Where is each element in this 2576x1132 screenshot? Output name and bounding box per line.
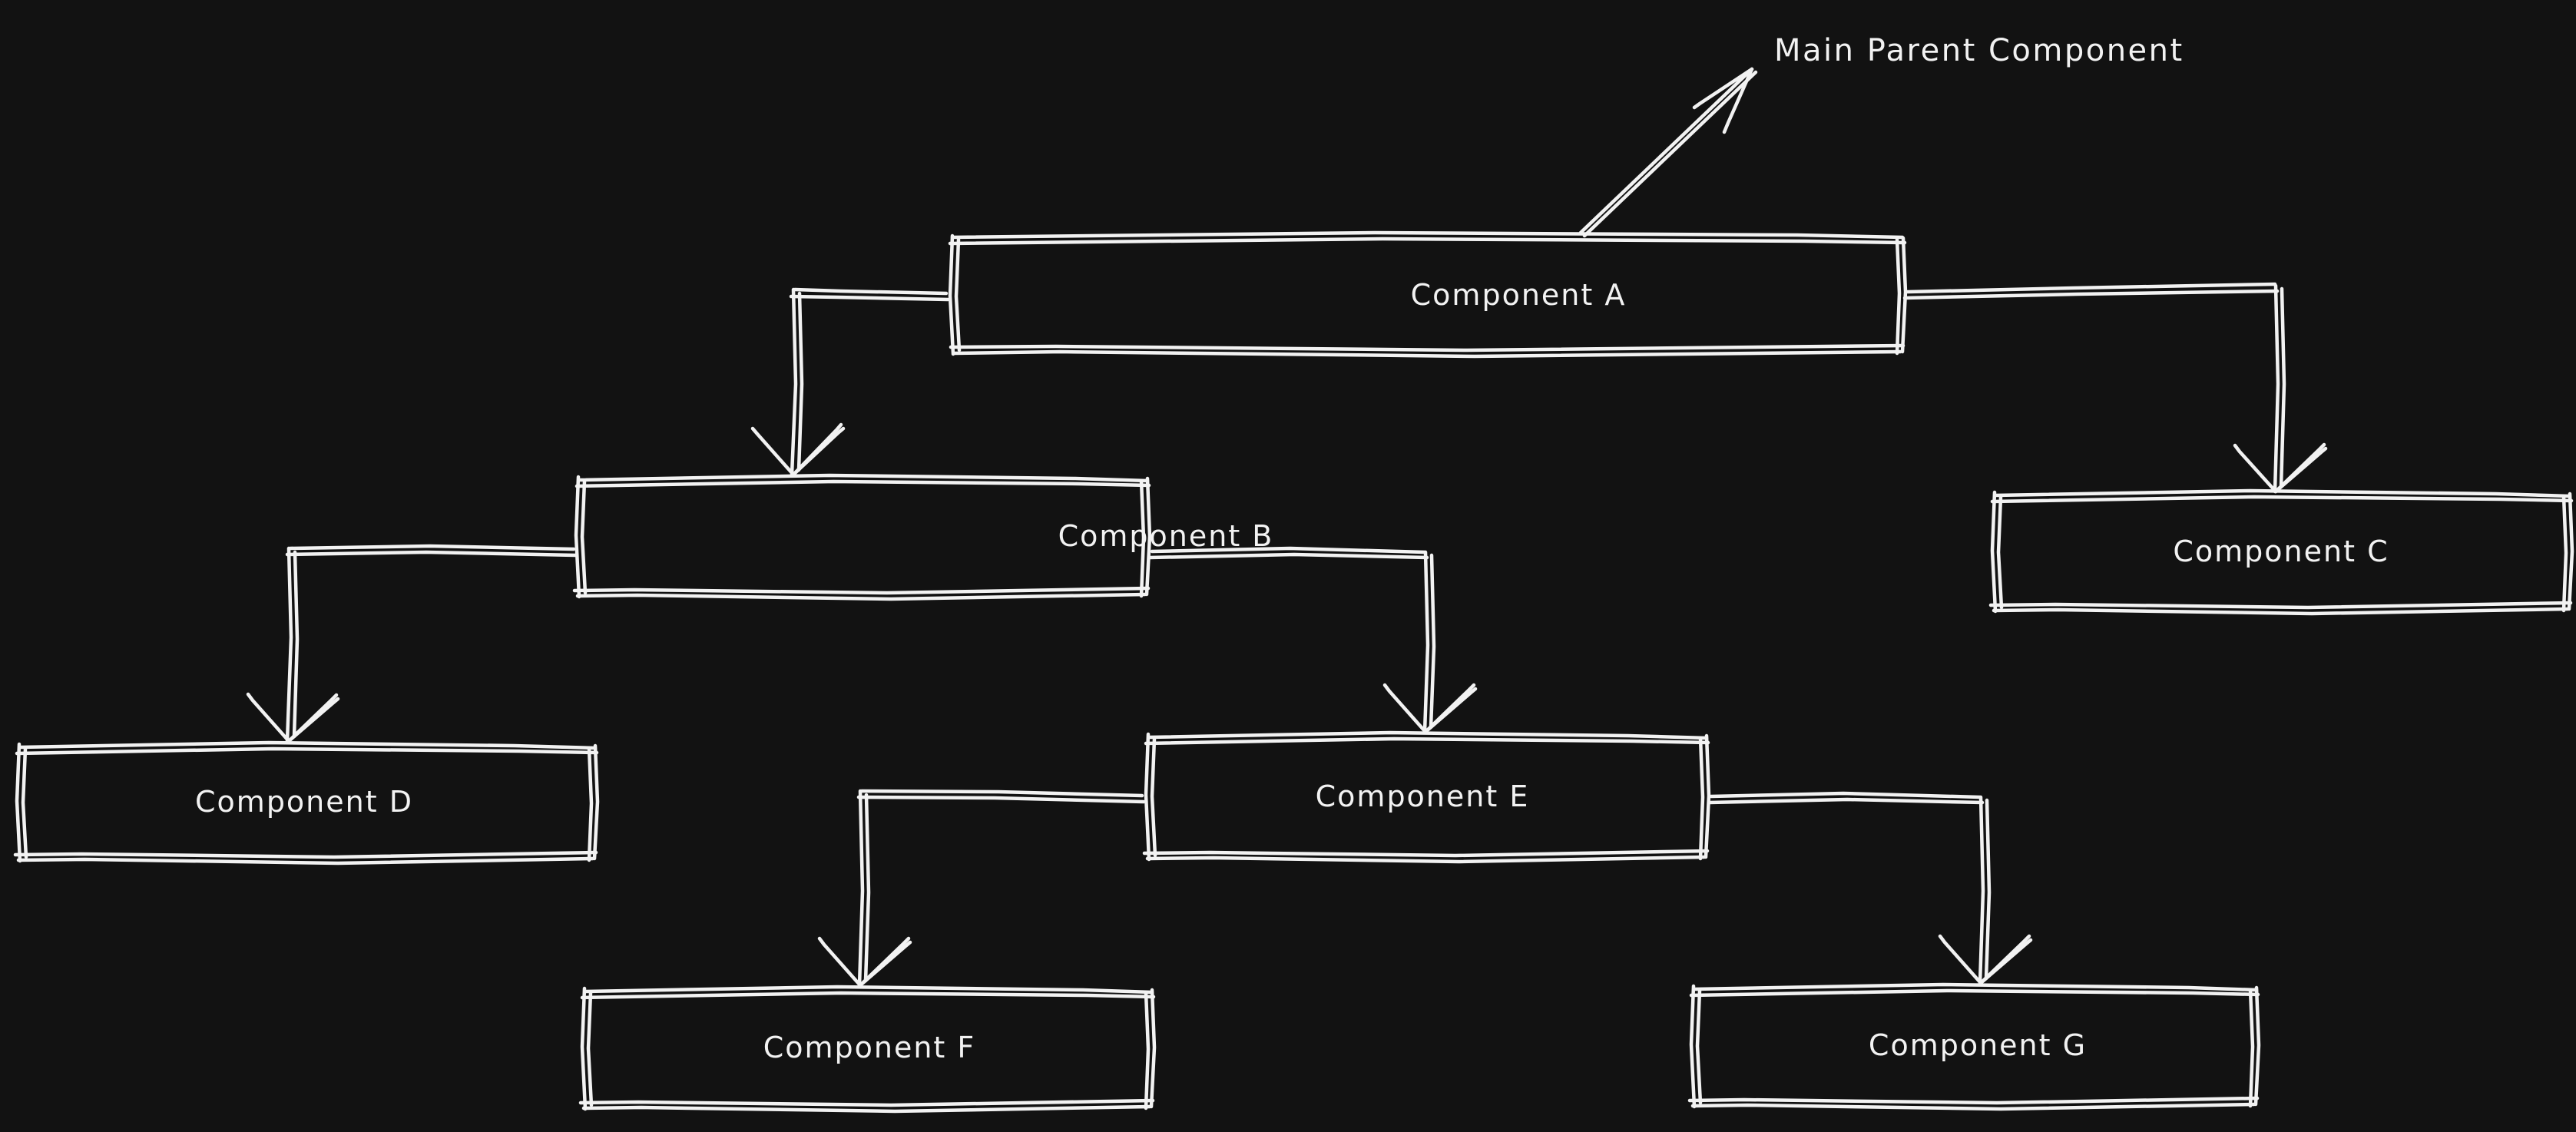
- node-component-b[interactable]: [576, 476, 1150, 596]
- box-outline-component-d: [13, 740, 600, 866]
- box-outline-component-b: [572, 473, 1152, 601]
- box-outline-component-g: [1687, 982, 2261, 1111]
- box-outline-component-e: [1142, 730, 1711, 864]
- connector-b-to-d: [246, 544, 578, 743]
- node-component-g[interactable]: [1690, 985, 2260, 1106]
- node-component-f[interactable]: [581, 988, 1155, 1108]
- box-outline-component-c: [1988, 488, 2574, 616]
- box-outline-component-f: [578, 985, 1157, 1114]
- node-component-c[interactable]: [1991, 492, 2572, 611]
- connector-e-to-g: [1707, 791, 2033, 985]
- node-component-e[interactable]: [1144, 733, 1709, 859]
- node-component-d[interactable]: [15, 743, 598, 860]
- connector-a-to-annotation: [1578, 67, 1758, 238]
- connector-a-to-c: [1902, 282, 2328, 494]
- node-component-a[interactable]: [949, 234, 1905, 355]
- connector-a-to-b: [750, 287, 950, 477]
- connector-b-to-e: [1148, 546, 1478, 734]
- connector-e-to-f: [817, 789, 1146, 988]
